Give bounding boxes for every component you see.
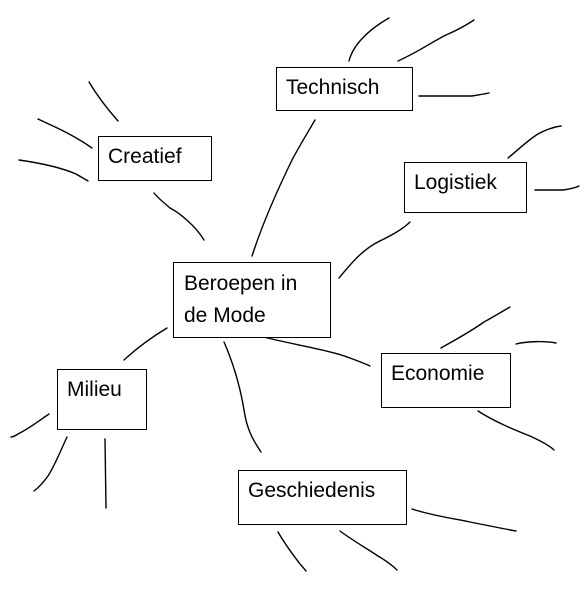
branch-geschiedenis-1 <box>411 508 517 532</box>
node-creatief-label: Creatief <box>108 145 182 168</box>
connector-center-technisch <box>251 119 316 257</box>
branch-milieu-1 <box>10 413 50 438</box>
branch-logistiek-2 <box>534 185 580 191</box>
node-center-topic: Beroepen in de Mode <box>173 262 331 338</box>
branch-creatief-2 <box>37 118 93 149</box>
branch-technisch-2 <box>397 19 475 62</box>
branch-technisch-1 <box>348 17 390 62</box>
branch-geschiedenis-2 <box>277 531 307 572</box>
node-creatief: Creatief <box>98 136 212 181</box>
node-economie: Economie <box>381 353 511 408</box>
node-economie-label: Economie <box>391 362 485 385</box>
branch-creatief-3 <box>18 159 89 182</box>
node-technisch-label: Technisch <box>286 76 380 99</box>
node-milieu-label: Milieu <box>67 378 122 401</box>
connector-center-milieu <box>123 327 168 361</box>
branch-milieu-3 <box>104 438 107 509</box>
node-milieu: Milieu <box>57 369 147 430</box>
branch-milieu-2 <box>33 436 68 492</box>
connector-center-creatief <box>153 192 205 241</box>
branch-technisch-3 <box>418 92 490 97</box>
branch-logistiek-1 <box>507 125 562 159</box>
node-geschiedenis-label: Geschiedenis <box>248 479 376 502</box>
connector-center-economie <box>263 336 371 367</box>
connector-center-geschiedenis <box>223 341 262 453</box>
branch-creatief-1 <box>88 81 119 122</box>
node-technisch: Technisch <box>276 67 413 111</box>
branch-economie-2 <box>515 340 557 345</box>
branch-economie-3 <box>477 410 555 451</box>
node-logistiek-label: Logistiek <box>414 171 497 194</box>
node-geschiedenis: Geschiedenis <box>238 470 407 525</box>
node-logistiek: Logistiek <box>404 162 527 213</box>
branch-geschiedenis-3 <box>339 530 398 571</box>
center-topic-label: Beroepen in de Mode <box>184 272 298 327</box>
connector-center-logistiek <box>338 221 411 279</box>
branch-economie-1 <box>440 306 511 349</box>
